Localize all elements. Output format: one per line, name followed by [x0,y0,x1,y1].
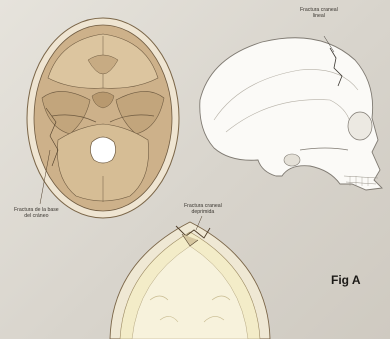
depressed-fracture-label-line2: deprimida [184,209,222,215]
base-fracture-label: Fractura de la base del cráneo [14,207,59,219]
depressed-fracture-section [110,216,270,339]
lateral-skull-diagram [200,36,382,190]
linear-fracture-label: Fractura craneal lineal [300,7,338,19]
figure-label: Fig A [331,273,361,287]
linear-fracture-label-line2: lineal [300,13,338,19]
skull-base-diagram [27,18,179,218]
base-fracture-label-line2: del cráneo [14,213,59,219]
depressed-fracture-label: Fractura craneal deprimida [184,203,222,215]
